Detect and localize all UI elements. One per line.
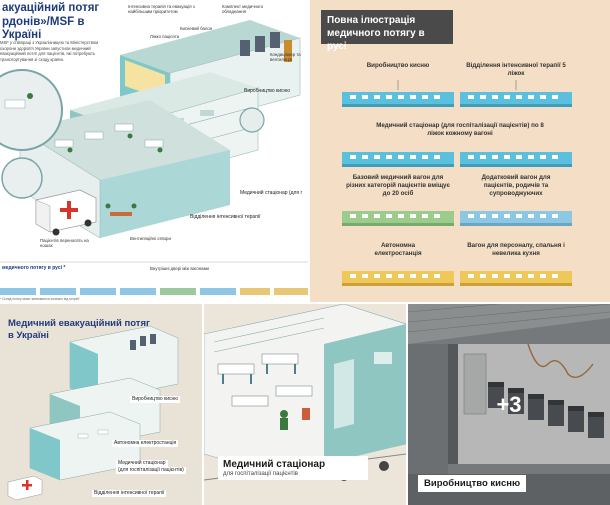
legend-car-stationary-right (460, 152, 572, 167)
main-title-line2: рдонів»/MSF в Україні (2, 16, 85, 41)
overview-label-stationary: Медичний стаціонар (116, 460, 168, 467)
ambulance-illustration (35, 189, 97, 236)
legend-car-staff (460, 271, 572, 286)
train-illustration (0, 0, 308, 302)
main-intro-text: MSF у співпраці з Укрзалізницею та Мініс… (0, 40, 99, 62)
legend-label-oxygen: Виробництво кисню (366, 62, 430, 69)
legend-label-basic: Базовий медичний вагон для різних катего… (346, 174, 450, 197)
callout-vent-openings: Вентиляційні отвори (130, 236, 171, 241)
callout-stationary: Медичний стаціонар (для г (240, 190, 303, 196)
more-images-count[interactable]: +3 (496, 392, 522, 417)
overview-title-line2: в Україні (8, 330, 49, 341)
legend-cars (342, 80, 572, 286)
overview-label-icu: Відділення інтенсивної терапії (92, 490, 167, 497)
legend-car-additional (460, 211, 572, 226)
stationary-caption-sub: для госпіталізації пацієнтів (223, 471, 298, 477)
oxygen-caption: Виробництво кисню (418, 475, 527, 492)
main-title-line1: акуаційний потяг (2, 2, 100, 14)
callout-inner-doors: Внутрішні двері між вагонами (150, 266, 209, 271)
callout-intensive-priority: Інтенсивна терапія та евакуація з найбіл… (128, 4, 195, 14)
overview-title-line1: Медичний евакуаційний потяг (8, 318, 150, 329)
overview-label-stationary-sub: (для госпіталізації пацієнтів) (116, 467, 186, 474)
stationary-illustration (204, 304, 406, 505)
legend-title-line2: медичного потягу в русі (327, 28, 425, 52)
overview-label-oxygen: Виробництво кисню (130, 396, 181, 403)
main-color-strip (0, 288, 308, 295)
callout-medical-kit: Комплект медичного обладнання (222, 4, 264, 14)
oxygen-dim-overlay (408, 304, 610, 505)
callout-intensive-care: Відділення інтенсивної терапії (190, 214, 261, 220)
legend-label-power: Автономна електростанція (374, 242, 422, 257)
main-illustration-tile[interactable]: акуаційний потяг рдонів»/MSF в Україні M… (0, 0, 308, 302)
magnifier-detail (0, 69, 63, 199)
stationary-caption-title: Медичний стаціонар (223, 459, 326, 470)
callout-ventilation: Кондиціонер та вентиляція (270, 52, 301, 62)
legend-car-basic (342, 211, 454, 226)
callout-oxygen-tank: Кисневий балон (180, 26, 213, 31)
overview-tile[interactable]: Медичний евакуаційний потяг в Україні Ви… (0, 304, 202, 505)
legend-label-additional: Додатковий вагон для пацієнтів, родичів … (481, 174, 551, 197)
callout-stretcher: Пацієнтів переносять на ношах (40, 238, 89, 248)
main-fine-print: * Склад потягу може змінюватися залежно … (0, 297, 80, 301)
legend-label-staff: Вагон для персоналу, спальня і невелика … (467, 242, 565, 257)
legend-title-line1: Повна ілюстрація (327, 15, 416, 26)
legend-car-power (342, 271, 454, 286)
legend-tile[interactable]: Повна ілюстрація медичного потягу в русі (310, 0, 610, 302)
main-title-box: акуаційний потяг рдонів»/MSF в Україні (0, 0, 118, 41)
legend-label-icu: Відділення інтенсивної терапії 5 ліжок (466, 62, 566, 77)
stationary-tile[interactable]: Медичний стаціонар для госпіталізації па… (204, 304, 406, 505)
callout-oxygen-production: Виробництво кисню (244, 88, 291, 94)
legend-title: Повна ілюстрація медичного потягу в русі (321, 10, 453, 52)
stationary-caption: Медичний стаціонар для госпіталізації па… (218, 456, 368, 480)
main-footnote: медичного потягу в русі * (2, 265, 66, 271)
oxygen-illustration (408, 304, 610, 505)
legend-label-stationary: Медичний стаціонар (для госпіталізації п… (376, 122, 544, 137)
oxygen-more-tile[interactable]: +3 Виробництво кисню (408, 304, 610, 505)
legend-car-icu (460, 92, 572, 107)
callout-patient-bed: Ліжко пацієнта (150, 34, 180, 39)
overview-label-power: Автономна електростанція (112, 440, 179, 447)
legend-car-oxygen (342, 92, 454, 107)
legend-car-stationary-left (342, 152, 454, 167)
